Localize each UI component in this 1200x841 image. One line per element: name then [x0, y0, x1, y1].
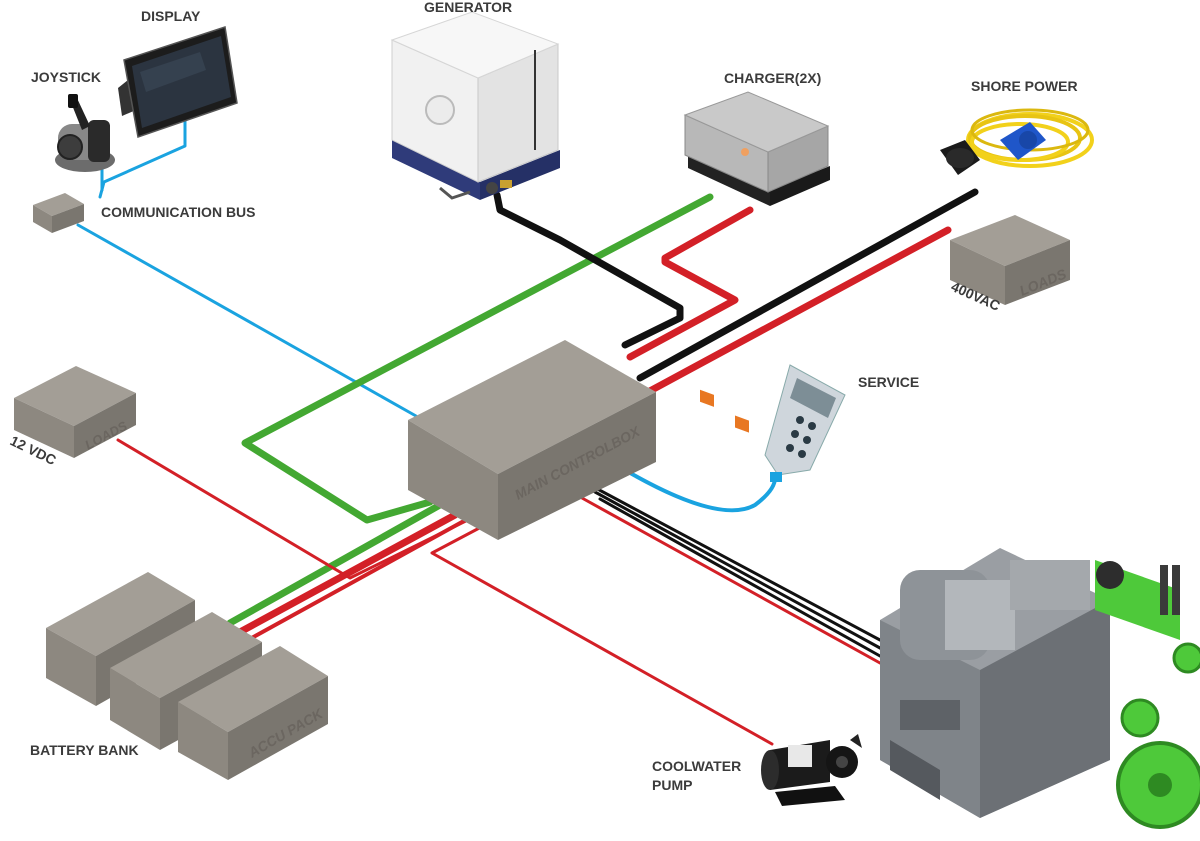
communication-bus-label: COMMUNICATION BUS: [101, 204, 256, 220]
wiring: [76, 118, 979, 746]
battery-bank-label: BATTERY BANK: [30, 742, 139, 758]
display-device: [118, 26, 238, 138]
generator-device: [390, 11, 560, 200]
battery-wire-red-a: [236, 511, 459, 636]
service-device: [764, 364, 846, 482]
service-screen-icon: [790, 378, 836, 418]
display-mount-icon: [118, 80, 136, 116]
charger-label: CHARGER(2X): [724, 70, 821, 86]
electric-motor-device: [880, 548, 1200, 829]
joystick-device: [55, 94, 115, 172]
coolwater-pump-label-2: PUMP: [652, 777, 692, 793]
ac-wire-charger: [241, 193, 714, 524]
motor-wire-black-3: [598, 497, 882, 658]
shore-wire-black: [636, 188, 979, 382]
motor-wire-red: [580, 496, 882, 665]
motor-wire-black-2: [593, 490, 882, 650]
battery-bank: ACCU PACK: [46, 572, 328, 780]
service-label: SERVICE: [858, 374, 919, 390]
comm-wire-service: [623, 468, 777, 513]
generator-connector-icon: [486, 182, 498, 194]
coolwater-pump-device: [761, 734, 862, 806]
joystick-dial-icon: [57, 134, 83, 160]
loads-12vdc-box: LOADS 12 VDC: [8, 366, 136, 468]
comm-wire-main: [76, 223, 418, 418]
shore-power-device: [940, 108, 1094, 175]
ac-wire-battery: [226, 501, 444, 627]
display-label: DISPLAY: [141, 8, 201, 24]
communication-bus-box: [33, 193, 84, 233]
shore-power-label: SHORE POWER: [971, 78, 1078, 94]
joystick-label: JOYSTICK: [31, 69, 101, 85]
motor-wire-black-1: [588, 483, 882, 642]
gen-wire-black: [493, 191, 684, 349]
charger-wire-red: [626, 206, 754, 361]
loads-400vac-box: LOADS 400VAC: [949, 215, 1070, 314]
charger-device: [683, 91, 830, 433]
battery-cell: [178, 646, 328, 780]
labels: DISPLAY JOYSTICK GENERATOR CHARGER(2X) S…: [30, 0, 1078, 793]
generator-label: GENERATOR: [424, 0, 512, 15]
main-controlbox: MAIN CONTROLBOX: [408, 340, 656, 540]
charger-port-icon: [700, 389, 714, 407]
generator-filler-cap-icon: [425, 95, 455, 125]
shore-wire-red: [644, 226, 952, 396]
pump-wire-red: [430, 523, 774, 746]
coolwater-pump-label-1: COOLWATER: [652, 758, 741, 774]
battery-wire-red-b: [246, 520, 464, 642]
